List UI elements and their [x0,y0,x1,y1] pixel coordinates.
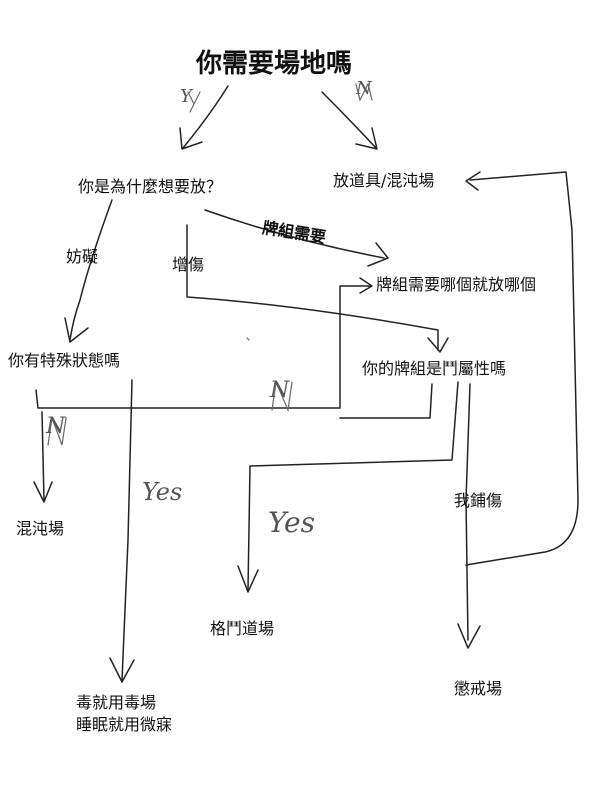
label-yes-left: Yes [142,478,183,506]
status-branch-bar [35,389,341,409]
arrowhead-status-to-poison [109,657,135,683]
node-fight-dojo: 格鬥道場 [210,619,275,638]
scribble-y-top [187,91,201,113]
label-yes-mid: Yes [268,506,315,539]
scribble-n-top [355,82,373,102]
arrow-status-to-poison [121,379,133,681]
arrow-status-to-chaos [41,411,45,501]
node-chaos-field: 混沌場 [16,519,65,538]
node-why: 你是為什麼想要放？ [78,177,223,196]
node-dmg: 增傷 [172,255,205,274]
node-deck-need-place: 牌組需要哪個就放哪個 [376,275,537,294]
arrow-why-to-deckneed [204,209,385,259]
arrow-loop-to-items [465,171,579,566]
arrow-fighting-to-dojo [247,381,459,591]
node-poison-sleep-line1: 毒就用毒場 [76,693,157,712]
arrow-dmg-to-fighting [186,224,439,351]
label-n-mid: N [270,378,290,403]
node-hinder: 妨礙 [66,247,99,266]
arrowhead-status-to-chaos [33,481,53,503]
node-punish-field: 懲戒場 [454,679,503,698]
arrow-fighting-to-punish [465,383,471,641]
arrow-root-to-items [321,91,377,149]
arrowhead-fighting-to-punish [457,623,481,649]
arrowhead-loop-to-items [465,171,481,191]
arrow-why-to-status [69,199,113,341]
node-special-status: 你有特殊狀態嗎 [8,351,121,370]
node-root: 你需要場地嗎 [196,49,353,79]
tick-mark [246,337,250,341]
node-items-chaos: 放道具/混沌場 [333,171,435,190]
node-i-boost: 我鋪傷 [454,491,503,510]
arrow-root-to-why [182,85,229,149]
node-fighting-type: 你的牌組是鬥屬性嗎 [362,359,507,378]
scribble-n-left [47,417,67,446]
scribble-n-mid [271,379,293,413]
arrowhead-why-to-deckneed [367,242,389,267]
arrowhead-to-deckneed-place [359,277,373,294]
arrowhead-fighting-to-dojo [237,565,259,593]
arrow-to-deckneed-place [339,285,371,408]
label-y: Y [180,86,192,107]
label-n-left: N [46,414,66,439]
node-poison-sleep-line2: 睡眠就用微寐 [76,715,173,734]
arrowhead-root-to-items [355,127,378,150]
arrowhead-root-to-why [179,127,203,150]
label-n-top: N [356,78,372,99]
fighting-no-hook [339,383,433,419]
arrowhead-why-to-status [64,317,89,343]
arrowhead-dmg-to-fighting [427,337,449,353]
